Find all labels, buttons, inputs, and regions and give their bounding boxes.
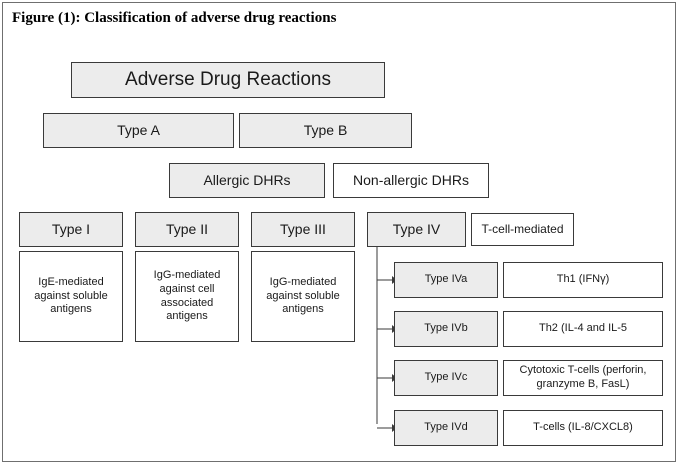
node-type-iv-description: T-cell-mediated (471, 213, 574, 246)
node-type-iii-description: IgG-mediated against soluble antigens (251, 251, 355, 342)
figure-title: Figure (1): Classification of adverse dr… (12, 10, 337, 26)
node-type-ivc-mediator: Cytotoxic T-cells (perforin, granzyme B,… (503, 360, 663, 396)
node-type-a: Type A (43, 113, 234, 148)
node-type-b: Type B (239, 113, 412, 148)
root-node-adverse-drug-reactions: Adverse Drug Reactions (71, 62, 385, 98)
node-type-iii: Type III (251, 212, 355, 247)
node-type-iva: Type IVa (394, 262, 498, 298)
node-type-ivb-mediator: Th2 (IL-4 and IL-5 (503, 311, 663, 347)
node-type-i-description: IgE-mediated against soluble antigens (19, 251, 123, 342)
node-type-i: Type I (19, 212, 123, 247)
node-non-allergic-dhrs: Non-allergic DHRs (333, 163, 489, 198)
node-type-ii-description: IgG-mediated against cell associated ant… (135, 251, 239, 342)
node-type-ivd: Type IVd (394, 410, 498, 446)
node-type-iva-mediator: Th1 (IFNγ) (503, 262, 663, 298)
node-type-ii: Type II (135, 212, 239, 247)
node-type-ivc: Type IVc (394, 360, 498, 396)
node-type-iv: Type IV (367, 212, 466, 247)
node-type-ivb: Type IVb (394, 311, 498, 347)
node-allergic-dhrs: Allergic DHRs (169, 163, 325, 198)
node-type-ivd-mediator: T-cells (IL-8/CXCL8) (503, 410, 663, 446)
